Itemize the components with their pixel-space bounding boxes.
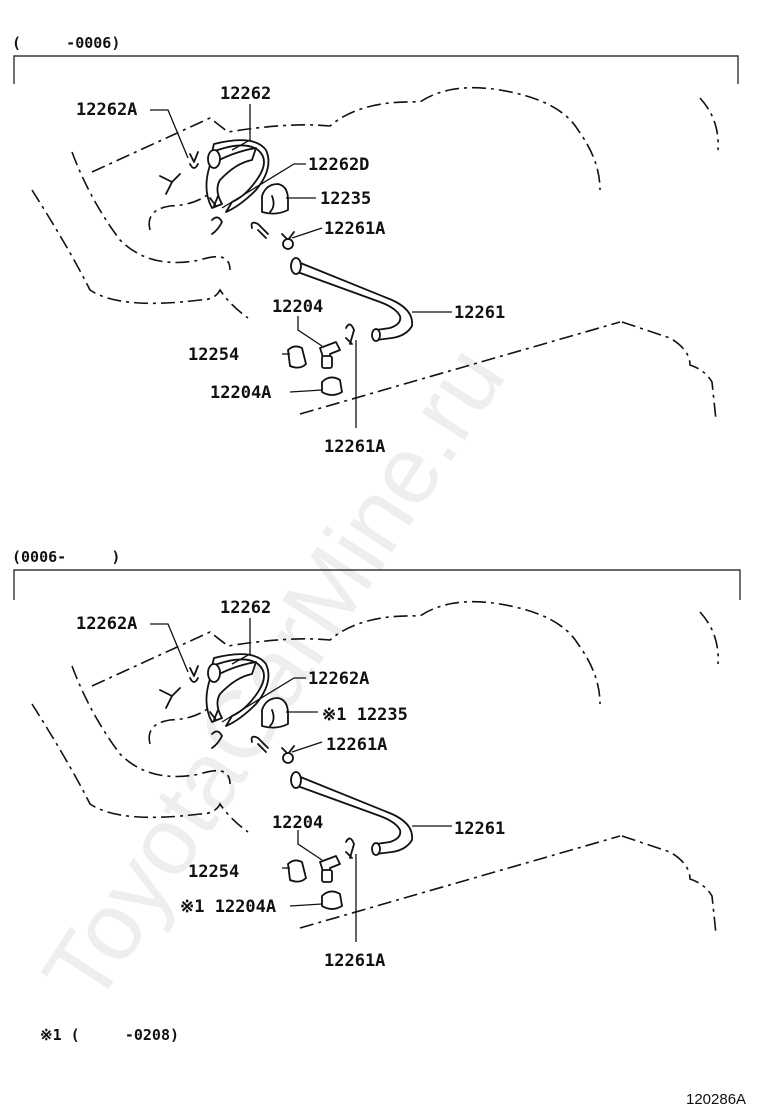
valve-12204-p2 — [319, 855, 341, 883]
panel-2-range: (0006- ) — [12, 548, 120, 566]
label-item-d-p2: 12262A — [308, 669, 369, 689]
label-valve-p2: 12204 — [272, 813, 323, 833]
label-clip-mid-p2: 12261A — [326, 735, 387, 755]
cap-12235-p2 — [261, 697, 289, 729]
gasket-12204A — [321, 376, 343, 396]
label-gasket: 12204A — [210, 383, 271, 403]
label-grommet-p2: 12254 — [188, 862, 239, 882]
hose-12261-p2 — [290, 771, 414, 856]
label-clip-bottom-p2: 12261A — [324, 951, 385, 971]
panel-2: (0006- ) — [12, 548, 741, 971]
clip-12262A-top — [189, 151, 199, 169]
label-clip-bottom: 12261A — [324, 437, 385, 457]
label-gasket-p2: ※1 12204A — [180, 897, 276, 917]
label-clip-top-left: 12262A — [76, 100, 137, 120]
cap-12235 — [261, 183, 289, 215]
label-clip-mid: 12261A — [324, 219, 385, 239]
label-clip-top-left-p2: 12262A — [76, 614, 137, 634]
panel-1-drawing — [31, 86, 719, 421]
label-hose-main: 12261 — [454, 303, 505, 323]
label-hose-main-p2: 12261 — [454, 819, 505, 839]
panel-1-range: ( -0006) — [12, 34, 120, 52]
label-hose-top-p2: 12262 — [220, 598, 271, 618]
grommet-12254 — [287, 345, 307, 369]
footnote: ※1 ( -0208) — [40, 1026, 179, 1044]
label-item-d: 12262D — [308, 155, 369, 175]
label-hose-top: 12262 — [220, 84, 271, 104]
label-grommet: 12254 — [188, 345, 239, 365]
panel-2-frame — [13, 569, 741, 600]
panel-1-frame — [13, 55, 739, 84]
hose-12262-p2 — [205, 653, 270, 727]
label-cap: 12235 — [320, 189, 371, 209]
figure-code: 120286A — [686, 1091, 746, 1108]
valve-12204 — [319, 341, 341, 369]
hose-12261 — [290, 257, 414, 342]
panel-2-drawing — [31, 600, 719, 942]
watermark-text: ToyotaCarMine.ru — [23, 328, 525, 1022]
label-cap-p2: ※1 12235 — [322, 705, 408, 725]
label-valve: 12204 — [272, 297, 323, 317]
panel-1: ( -0006) — [12, 34, 739, 457]
